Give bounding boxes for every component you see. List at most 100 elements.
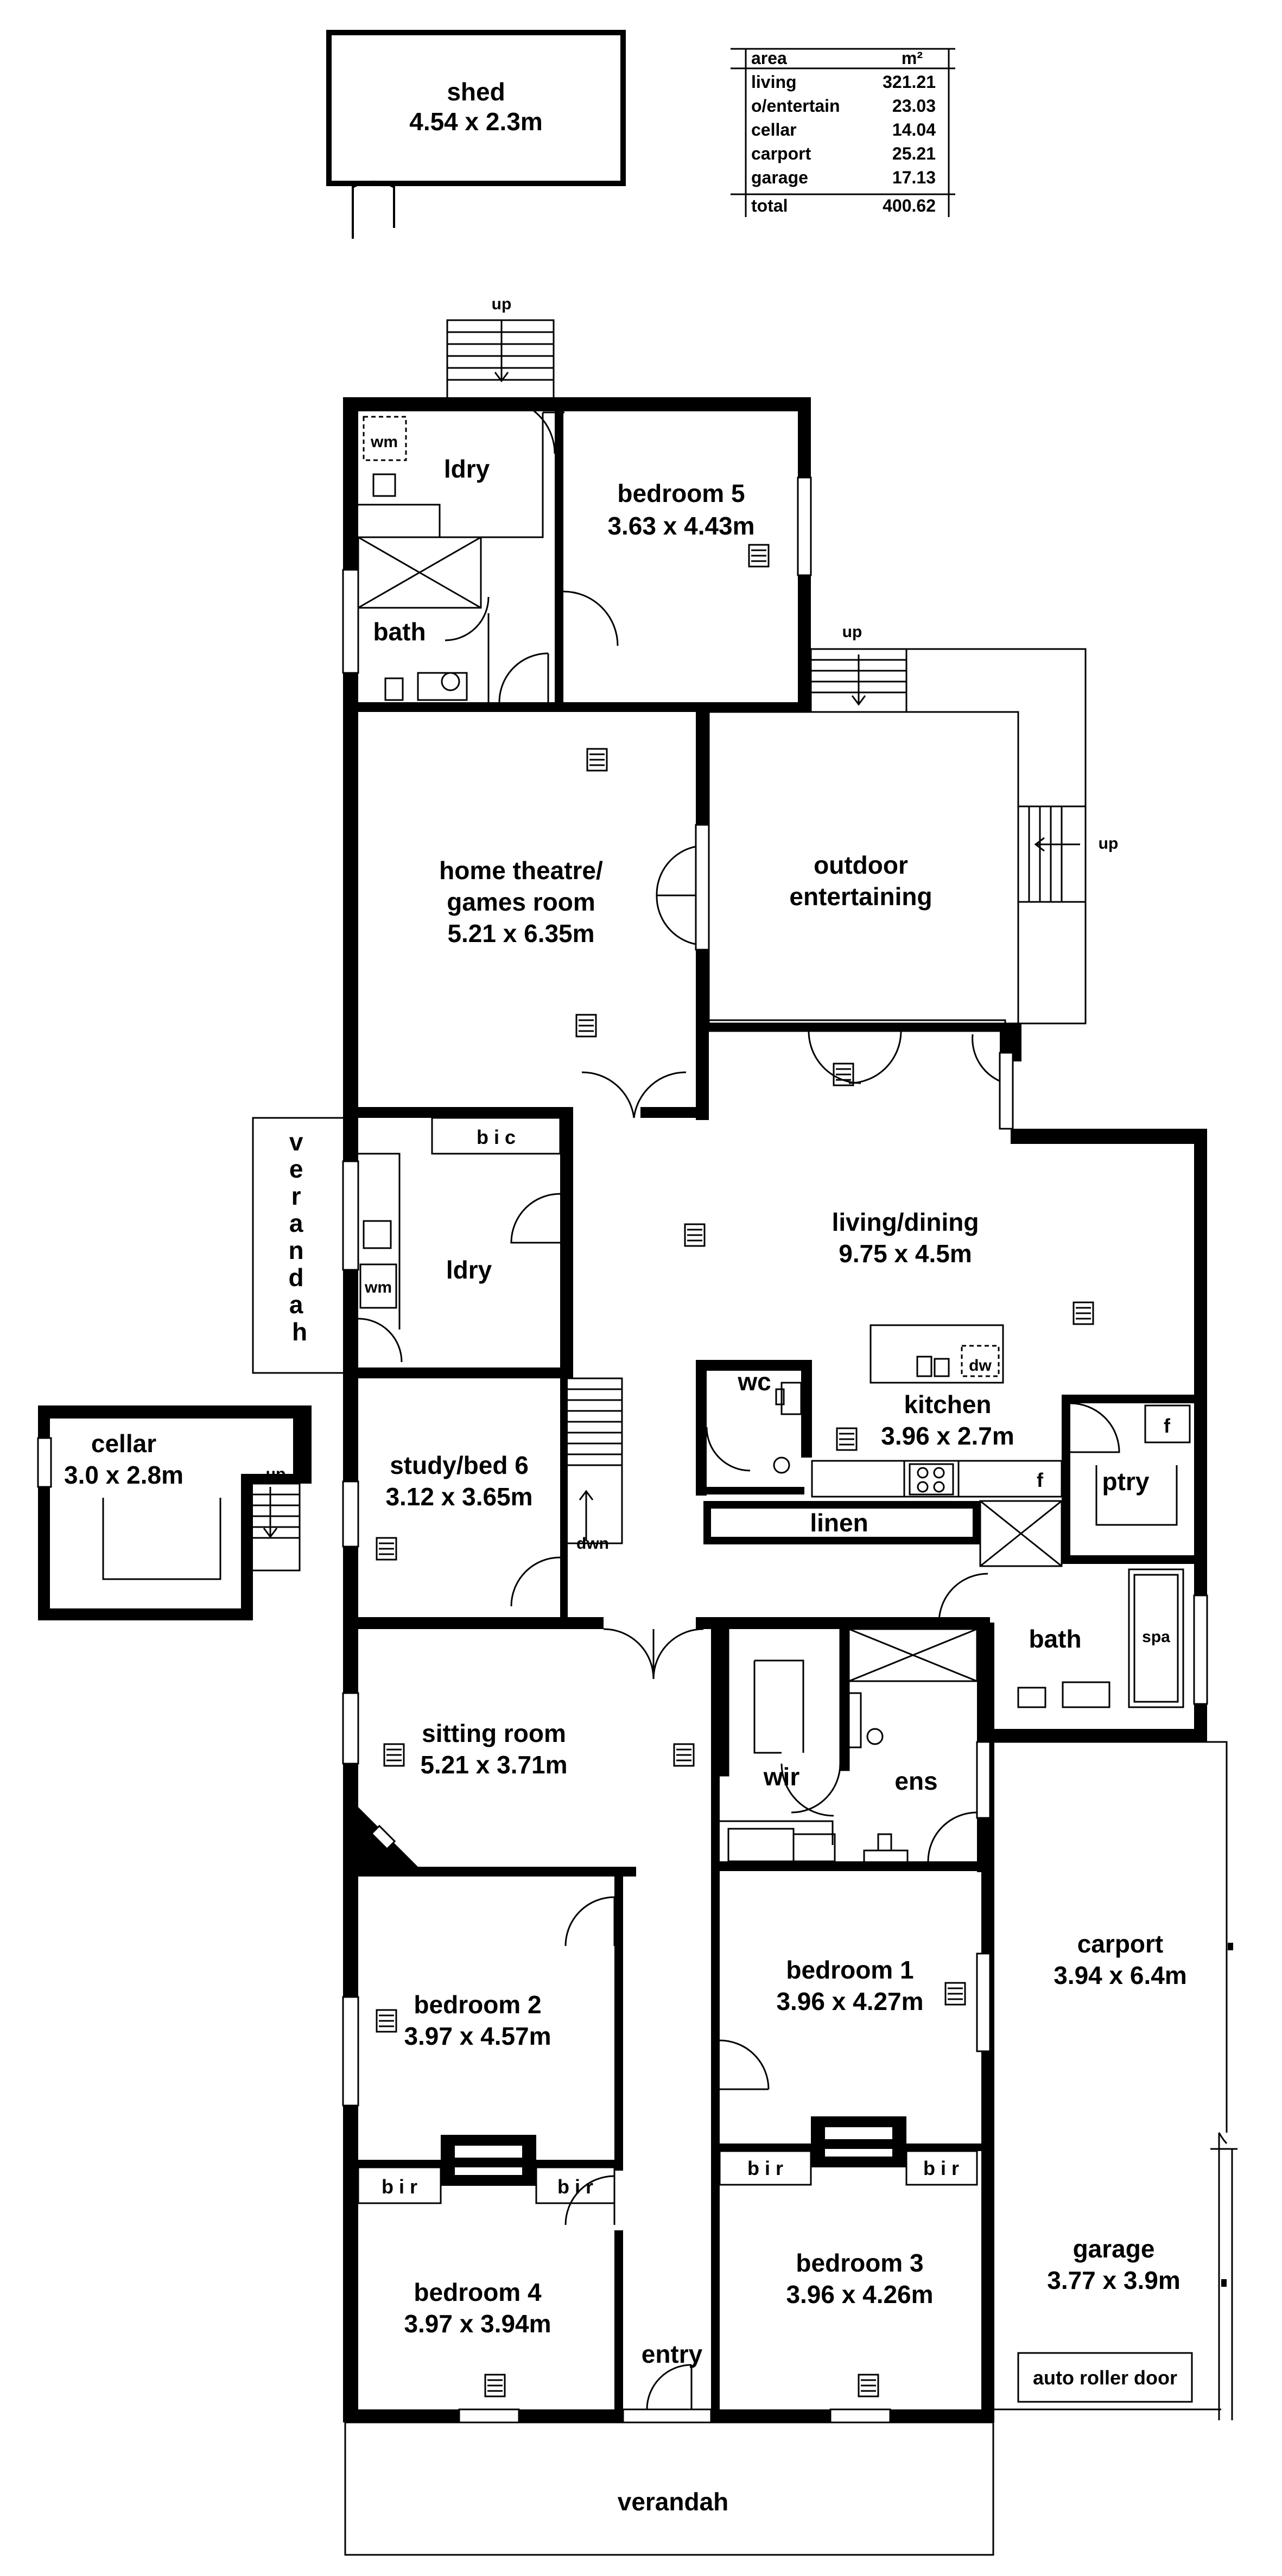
wm-top: wm — [370, 433, 398, 451]
bedroom3-dims: 3.96 x 4.26m — [786, 2280, 933, 2308]
bedroom4-dims: 3.97 x 3.94m — [404, 2310, 551, 2338]
bir-label: b i r — [923, 2157, 959, 2179]
sitting-room — [383, 1628, 704, 1767]
bic-label: b i c — [477, 1126, 516, 1148]
ens-label: ens — [894, 1767, 937, 1795]
sitting-label: sitting room — [422, 1719, 566, 1747]
bedroom2-dims: 3.97 x 4.57m — [404, 2022, 551, 2050]
carport-label: carport — [1077, 1930, 1163, 1958]
bath-top — [357, 536, 549, 707]
bedroom4-label: bedroom 4 — [414, 2278, 542, 2306]
dwn-label: dwn — [576, 1535, 609, 1553]
study-dims: 3.12 x 3.65m — [385, 1483, 532, 1511]
table-row-value: 25.21 — [892, 144, 936, 163]
verandah-letter: a — [289, 1209, 303, 1237]
stair-label-up: up — [842, 623, 862, 641]
area-table: area m² living 321.21 o/entertain 23.03 … — [731, 48, 955, 217]
verandah-letter: d — [289, 1263, 304, 1292]
garage-dims: 3.77 x 3.9m — [1047, 2266, 1181, 2294]
sitting-dims: 5.21 x 3.71m — [420, 1751, 567, 1779]
living-dining — [684, 1223, 1094, 1384]
wm-mid: wm — [364, 1279, 392, 1296]
shed: shed 4.54 x 2.3m — [326, 30, 626, 239]
outdoor-entertaining — [708, 648, 1087, 1086]
heater-icon — [748, 544, 770, 568]
kitchen — [811, 1427, 1063, 1498]
table-row-label: carport — [751, 144, 811, 163]
table-row-label: cellar — [751, 120, 797, 139]
verandah-letter: r — [291, 1182, 301, 1210]
bir-label: b i r — [382, 2176, 417, 2198]
verandah-letter: e — [289, 1155, 303, 1183]
kitchen-label: kitchen — [904, 1390, 991, 1419]
side-verandah — [252, 1117, 343, 1374]
table-header-unit: m² — [902, 48, 923, 68]
table-row-value: 321.21 — [883, 72, 936, 92]
table-row-value: 17.13 — [892, 168, 936, 187]
theatre-label-1: home theatre/ — [439, 856, 603, 885]
verandah-letter: v — [289, 1128, 303, 1156]
bedroom2 — [357, 1896, 615, 2204]
bedroom3-label: bedroom 3 — [796, 2249, 923, 2277]
roller-door-label: auto roller door — [1033, 2367, 1177, 2389]
linen-label: linen — [810, 1509, 868, 1537]
stair-label-up: up — [266, 1465, 286, 1483]
carport-garage — [994, 1741, 1237, 2420]
cellar — [37, 1405, 312, 1620]
rear-steps — [446, 319, 555, 403]
bir-label: b i r — [747, 2157, 783, 2179]
study-label: study/bed 6 — [390, 1451, 529, 1479]
table-row-value: 14.04 — [892, 120, 936, 139]
garage-label: garage — [1073, 2235, 1155, 2263]
verandah-letter: a — [289, 1290, 303, 1319]
table-row-label: o/entertain — [751, 96, 840, 116]
wc — [696, 1360, 812, 1496]
bedroom5-dims: 3.63 x 4.43m — [607, 512, 754, 540]
bath-mid-label: bath — [1029, 1625, 1081, 1653]
pantry-label: ptry — [1102, 1467, 1150, 1496]
cellar-label: cellar — [91, 1429, 156, 1458]
bath-top-label: bath — [373, 618, 426, 646]
kitchen-dims: 3.96 x 2.7m — [881, 1422, 1014, 1450]
living-label: living/dining — [832, 1208, 979, 1236]
fridge-label: f — [1037, 1469, 1044, 1491]
table-total-label: total — [751, 196, 788, 215]
stair-label-up: up — [1099, 835, 1119, 853]
table-row-label: garage — [751, 168, 808, 187]
shed-dims: 4.54 x 2.3m — [409, 107, 543, 136]
bedroom2-label: bedroom 2 — [414, 1990, 541, 2019]
spa-label: spa — [1142, 1628, 1170, 1646]
shed-label: shed — [447, 78, 505, 106]
dw-label: dw — [969, 1357, 992, 1375]
table-row-value: 23.03 — [892, 96, 936, 116]
verandah-letter: h — [292, 1318, 307, 1346]
laundry-mid — [358, 1117, 561, 1363]
entry — [622, 2364, 712, 2424]
laundry-top-label: ldry — [444, 455, 490, 483]
bir-label: b i r — [557, 2176, 593, 2198]
bedroom5-label: bedroom 5 — [617, 479, 745, 507]
stair-label-up: up — [492, 295, 512, 313]
cellar-dims: 3.0 x 2.8m — [64, 1461, 183, 1489]
fridge-label: f — [1164, 1415, 1171, 1437]
home-theatre — [575, 748, 696, 1118]
pantry — [1062, 1395, 1195, 1564]
entry-label: entry — [642, 2340, 703, 2368]
outdoor-label-1: outdoor — [814, 851, 908, 879]
theatre-dims: 5.21 x 6.35m — [447, 919, 594, 947]
verandah-front-label: verandah — [618, 2488, 729, 2516]
theatre-label-2: games room — [447, 888, 595, 916]
bedroom3 — [719, 2150, 978, 2424]
wir-ens — [719, 1628, 978, 1863]
main-walls — [343, 397, 1207, 2422]
table-total-value: 400.62 — [883, 196, 936, 215]
carport-dims: 3.94 x 6.4m — [1053, 1961, 1187, 1989]
bedroom4 — [458, 2175, 615, 2424]
bedroom1-dims: 3.96 x 4.27m — [776, 1987, 923, 2015]
bedroom1-label: bedroom 1 — [786, 1956, 913, 1984]
laundry-mid-label: ldry — [446, 1256, 492, 1284]
linen — [703, 1500, 1063, 1567]
verandah-letter: n — [289, 1236, 304, 1264]
table-header-area: area — [751, 48, 787, 68]
